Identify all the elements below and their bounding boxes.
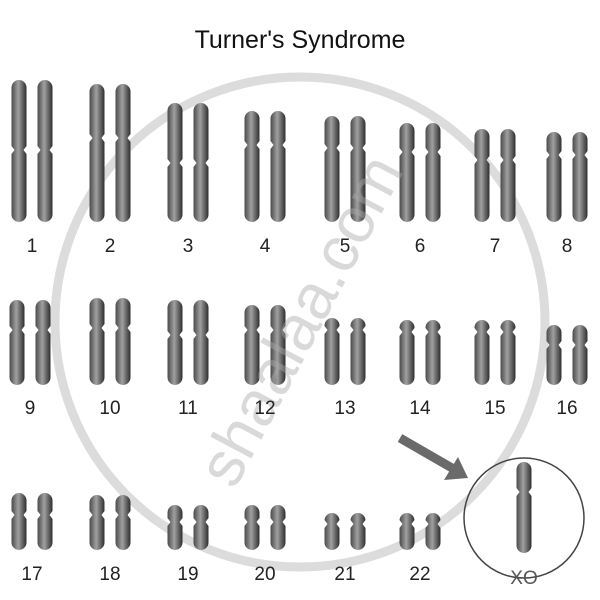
chromosome-label: 9 (24, 398, 36, 419)
chromosome-label: 17 (21, 564, 43, 585)
chromosome-label: 2 (104, 236, 116, 257)
chromatid (244, 305, 260, 386)
chromatid (474, 320, 490, 386)
chromosome-pair-4 (244, 111, 286, 223)
chromosome-pair-5 (324, 116, 366, 223)
chromatid (324, 318, 340, 386)
chromatid (244, 505, 260, 550)
chromosome-label: 1 (26, 236, 38, 257)
chromosome-pair-11 (167, 300, 209, 386)
chromosome-pair-16 (546, 325, 588, 386)
chromatid (399, 320, 415, 386)
diagram-title: Turner's Syndrome (194, 26, 406, 54)
chromosome-label: 20 (254, 564, 276, 585)
chromatid (167, 505, 183, 550)
chromatid (324, 116, 340, 223)
chromosome-label: 13 (334, 398, 356, 419)
chromatid (270, 505, 286, 550)
chromosome-pair-7 (474, 129, 516, 223)
chromatid (474, 129, 490, 223)
chromatid (11, 493, 27, 550)
arrow-icon (397, 434, 468, 480)
chromosome-pair-2 (89, 84, 131, 223)
chromosome-pair-6 (399, 123, 441, 223)
chromatid (115, 84, 131, 223)
chromatid (193, 300, 209, 386)
chromatid (425, 320, 441, 386)
chromatid (270, 111, 286, 223)
chromosome-label: 8 (561, 236, 573, 257)
chromatid (500, 129, 516, 223)
chromosome-label: 12 (254, 398, 276, 419)
chromatid (546, 132, 562, 223)
chromatid (500, 320, 516, 386)
chromatid (546, 325, 562, 386)
chromatid (89, 84, 105, 223)
chromosome-label: 6 (414, 236, 426, 257)
chromosome-pair-19 (167, 505, 209, 550)
chromatid (270, 305, 286, 386)
chromatid (350, 318, 366, 386)
chromatid (572, 132, 588, 223)
chromosome-pair-10 (89, 298, 131, 386)
chromatid (244, 111, 260, 223)
chromosome-label: 21 (334, 564, 356, 585)
chromosome-pair-9 (9, 300, 51, 386)
chromosome-pair-1 (11, 80, 53, 223)
chromatid (350, 116, 366, 223)
chromatid (167, 103, 183, 223)
chromosome-label: 11 (178, 398, 198, 419)
chromatid (324, 513, 340, 550)
chromosome-label: 19 (177, 564, 199, 585)
xo-label: XO (510, 568, 538, 589)
chromosome-label: 3 (182, 236, 194, 257)
chromosome-pair-12 (244, 305, 286, 386)
xo-highlight-circle (463, 457, 585, 579)
chromosome-pair-17 (11, 493, 53, 550)
chromatid (11, 80, 27, 223)
chromatid (425, 123, 441, 223)
chromosome-pair-3 (167, 103, 209, 223)
chromatid (425, 513, 441, 550)
chromatid (89, 298, 105, 386)
chromatid (167, 300, 183, 386)
chromosome-label: 5 (339, 236, 351, 257)
chromatid (399, 123, 415, 223)
chromosome-pair-15 (474, 320, 516, 386)
chromosome-label: 7 (489, 236, 501, 257)
chromatid (35, 300, 51, 386)
chromatid (89, 495, 105, 550)
chromosome-pair-18 (89, 495, 131, 550)
watermark-circle (50, 72, 550, 572)
x-chromosome (516, 462, 532, 553)
chromosome-label: 4 (259, 236, 271, 257)
chromosome-label: 16 (556, 398, 578, 419)
chromatid (115, 298, 131, 386)
chromosome-label: 15 (484, 398, 506, 419)
chromosome-pair-20 (244, 505, 286, 550)
chromatid (37, 80, 53, 223)
chromosome-label: 18 (99, 564, 121, 585)
chromosome-pair-8 (546, 132, 588, 223)
chromatid (193, 103, 209, 223)
chromosome-pair-13 (324, 318, 366, 386)
chromatid (9, 300, 25, 386)
chromatid (115, 495, 131, 550)
chromosome-label: 10 (99, 398, 121, 419)
chromosome-label: 14 (409, 398, 431, 419)
chromatid (572, 325, 588, 386)
chromatid (350, 513, 366, 550)
chromosome-pair-22 (399, 513, 441, 550)
chromosome-label: 22 (409, 564, 431, 585)
chromatid (516, 462, 532, 553)
chromatid (193, 505, 209, 550)
chromosome-pair-14 (399, 320, 441, 386)
chromosome-pair-21 (324, 513, 366, 550)
chromatid (399, 513, 415, 550)
chromatid (37, 493, 53, 550)
